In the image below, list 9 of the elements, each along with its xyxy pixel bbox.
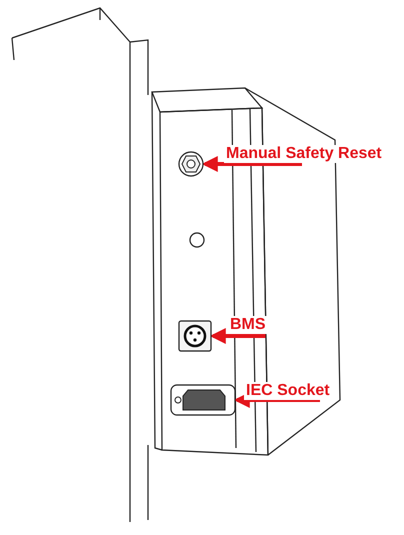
arrow bbox=[202, 156, 302, 172]
callout-label: Manual Safety Reset bbox=[224, 145, 384, 163]
iec-socket-icon bbox=[170, 384, 236, 416]
xlr-connector-icon bbox=[178, 320, 212, 352]
reset-button-icon bbox=[178, 151, 204, 177]
callout-label: BMS bbox=[228, 316, 268, 334]
callout-label: IEC Socket bbox=[244, 382, 332, 400]
arrow bbox=[234, 392, 320, 408]
arrow bbox=[210, 328, 266, 344]
